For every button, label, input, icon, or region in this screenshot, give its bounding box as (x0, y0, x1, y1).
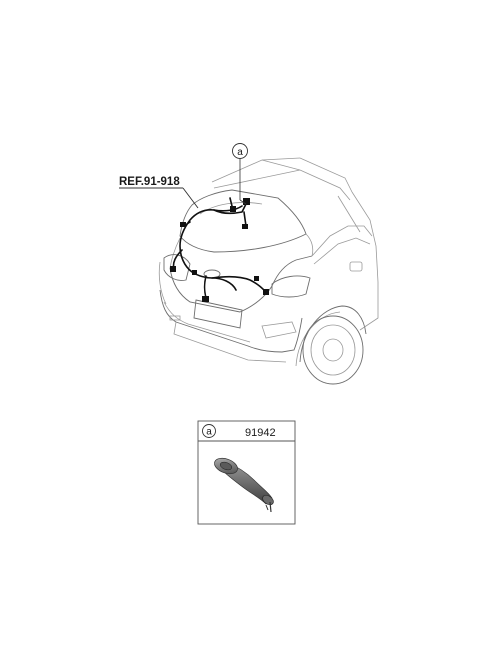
part-box-letter-circle (202, 424, 216, 438)
part-number: 91942 (245, 427, 276, 439)
part-box-frame (197, 420, 296, 525)
wiring-harness (172, 197, 267, 299)
part-detail-box: a 91942 (197, 420, 296, 525)
harness-connectors (170, 198, 269, 302)
reference-label-group: REF.91-918 (119, 176, 199, 209)
reference-label: REF.91-918 (119, 176, 180, 188)
callout-letter: a (237, 147, 243, 158)
vehicle-outline (158, 157, 379, 385)
callout-a: a (232, 143, 248, 205)
part-box-letter: a (206, 427, 212, 438)
grommet-illustration (214, 457, 274, 513)
callout-circle (232, 143, 248, 159)
